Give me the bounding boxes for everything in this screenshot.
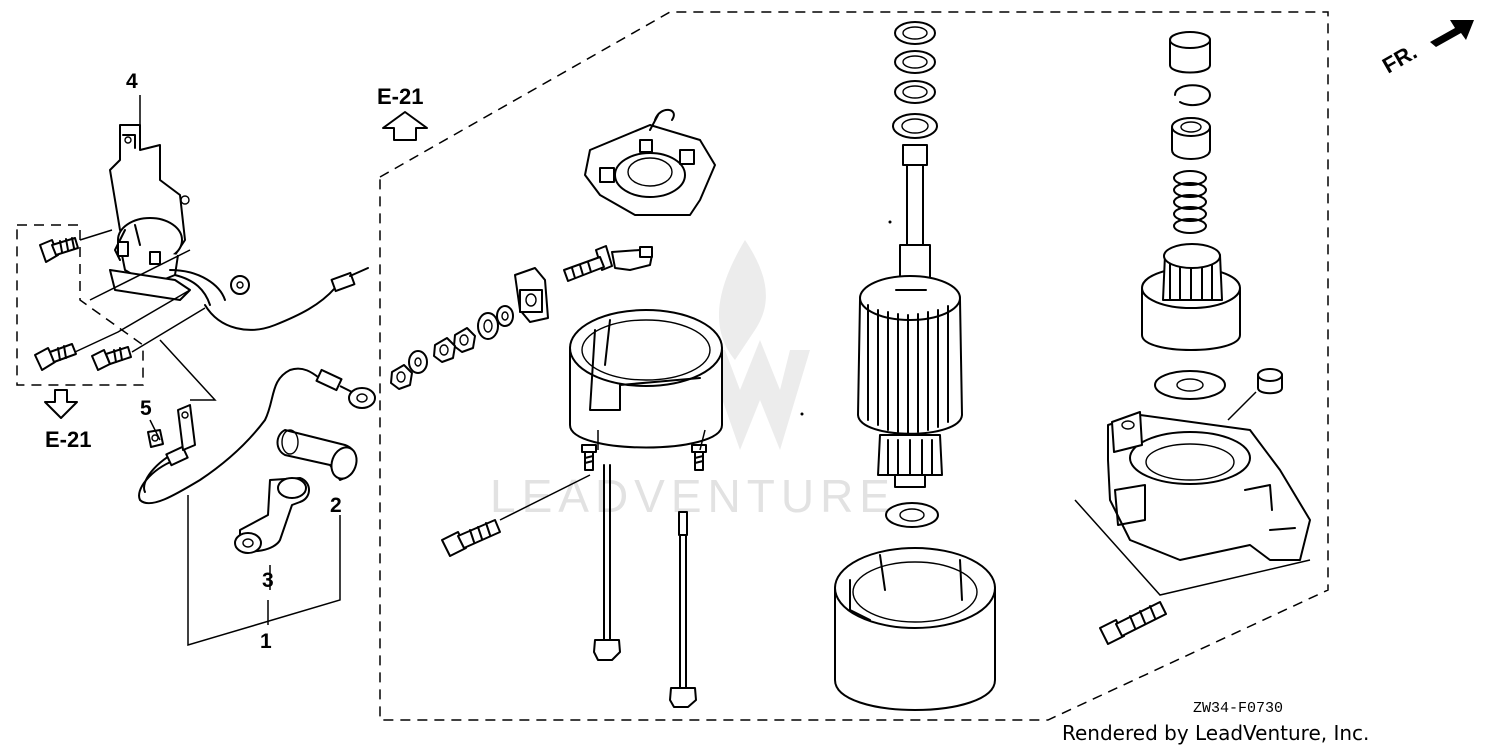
left-callout-leaders [139, 95, 341, 647]
drive-housing [1074, 411, 1311, 596]
direction-label: FR. [1378, 39, 1421, 78]
brush-holder [584, 108, 716, 216]
callout-4: 4 [126, 70, 138, 93]
render-credit: Rendered by LeadVenture, Inc. [1062, 721, 1369, 745]
bolt-set-boundary [16, 224, 144, 386]
through-bolts [593, 429, 706, 708]
mounting-bolt-left [441, 474, 591, 557]
motor-yoke [834, 547, 996, 711]
insulator-block [514, 267, 549, 323]
watermark-text: LEADVENTURE [490, 470, 896, 522]
callout-5: 5 [140, 397, 152, 420]
down-arrow-icon [44, 389, 78, 419]
cover-screws [581, 444, 707, 471]
front-direction-indicator: FR. [1378, 20, 1474, 78]
washers-nuts [390, 305, 514, 390]
callout-1: 1 [260, 630, 272, 653]
reference-left: E-21 [44, 389, 91, 452]
return-spring [1173, 170, 1207, 234]
rear-cover [569, 309, 723, 449]
callout-2: 2 [330, 494, 342, 517]
bracket-bolts [34, 229, 206, 371]
armature-lower-washer [885, 502, 939, 528]
pinion-gear [1141, 243, 1241, 351]
terminal-bolt [563, 245, 653, 282]
reference-left-label: E-21 [45, 427, 91, 452]
armature [857, 144, 963, 488]
snap-ring [1174, 84, 1211, 107]
watermark: LEADVENTURE [490, 240, 896, 522]
dowel-pin [1227, 368, 1283, 421]
pinion-washer [1154, 370, 1226, 400]
up-arrow-icon [382, 111, 428, 141]
stop-collar [1169, 31, 1211, 74]
cable-clamp [147, 404, 196, 451]
battery-cable [138, 367, 376, 505]
figure-code: ZW34-F0730 [1193, 700, 1283, 717]
reference-top-label: E-21 [377, 84, 423, 109]
starter-assembly-boundary [379, 11, 1329, 721]
callout-3: 3 [262, 569, 274, 592]
armature-washers [892, 21, 938, 139]
terminal-boot-caps [234, 429, 358, 554]
marker-dot [800, 412, 804, 416]
solenoid-bracket-assembly [109, 124, 369, 331]
front-arrow-icon [1430, 20, 1474, 47]
housing-bolt [1099, 601, 1167, 645]
marker-dot [888, 220, 892, 224]
watermark-logo-icon [705, 240, 810, 450]
reference-top: E-21 [377, 84, 428, 141]
sleeve [1171, 117, 1211, 160]
